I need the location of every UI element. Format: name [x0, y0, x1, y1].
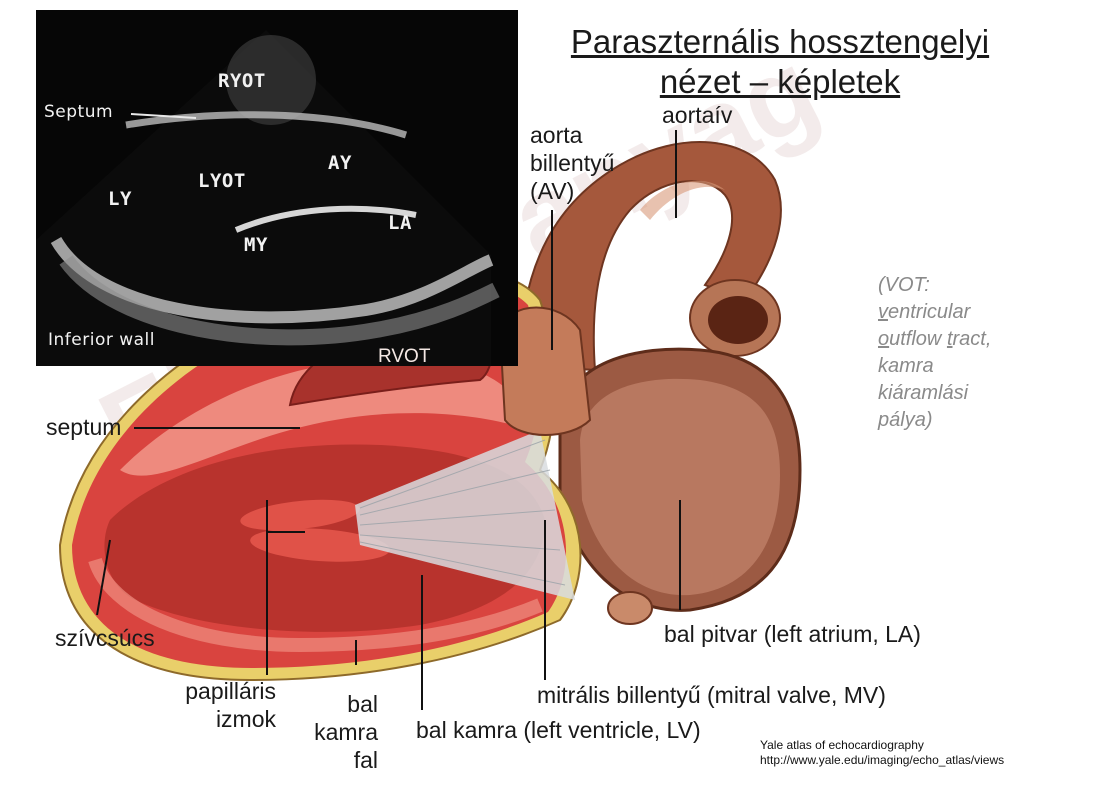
- label-aorta-billentyu: aorta billentyű (AV): [530, 121, 614, 205]
- leader-lines: [96, 130, 681, 710]
- label-szivcsucs: szívcsúcs: [55, 625, 155, 651]
- vot-note: (VOT: ventricular outflow tract, kamra k…: [878, 272, 991, 434]
- echo-label-septum: Septum: [44, 102, 114, 122]
- label-mitralis-billentyu: mitrális billentyű (mitral valve, MV): [537, 682, 886, 708]
- echocardiogram-panel: RYOT Septum AY LY LYOT LA MY Inferior wa…: [36, 10, 518, 366]
- echo-sector: [36, 30, 500, 366]
- echo-label-rvot: RYOT: [218, 70, 266, 92]
- label-septum: septum: [46, 414, 122, 440]
- echo-label-mv: MY: [244, 234, 268, 256]
- source-credit: Yale atlas of echocardiography http://ww…: [760, 738, 1004, 768]
- echo-label-lv: LY: [108, 188, 132, 210]
- echo-label-la: LA: [388, 212, 412, 234]
- label-bal-pitvar: bal pitvar (left atrium, LA): [664, 621, 921, 647]
- aorta-highlight: [640, 180, 725, 220]
- note-line-2-underlined: v: [878, 301, 888, 323]
- note-line-3-underlined-1: o: [878, 328, 890, 350]
- label-aorta-billentyu-line-2: billentyű: [530, 150, 615, 176]
- chordae-lines: [359, 439, 566, 586]
- note-line-1: (VOT:: [878, 274, 930, 296]
- coronary-sinus: [607, 591, 653, 625]
- note-line-4: kamra: [878, 355, 934, 377]
- lv-inner-wall: [88, 557, 543, 653]
- label-bal-kamra-fal-line-2: kamra: [314, 719, 378, 745]
- papillary-muscle-2: [250, 528, 390, 562]
- label-bal-kamra-fal: bal kamra fal: [300, 690, 378, 774]
- mitral-valve-chordae: [355, 430, 575, 600]
- label-bal-kamra: bal kamra (left ventricle, LV): [416, 717, 701, 743]
- label-bal-kamra-fal-line-3: fal: [353, 747, 378, 773]
- pulmonary-artery-lumen: [708, 296, 768, 344]
- label-papillaris-line-1: papilláris: [185, 678, 276, 704]
- page-title: Paraszternális hossztengelyi nézet – kép…: [540, 22, 1020, 102]
- echo-label-lvot: LYOT: [198, 170, 246, 192]
- note-line-3-mid: utflow: [889, 328, 947, 350]
- credit-line-2: http://www.yale.edu/imaging/echo_atlas/v…: [760, 753, 1005, 767]
- note-line-5: kiáramlási: [878, 382, 969, 404]
- title-line-1: Paraszternális hossztengelyi: [570, 23, 990, 60]
- heart-label-rvot: RVOT: [378, 346, 431, 367]
- label-aorta-billentyu-line-1: aorta: [530, 122, 583, 148]
- note-line-2-rest: entricular: [888, 301, 971, 323]
- aortic-valve-root: [498, 306, 592, 436]
- note-line-6: pálya): [878, 409, 933, 431]
- echo-label-ay: AY: [328, 152, 352, 174]
- papillary-muscle-1: [240, 499, 360, 531]
- credit-line-1: Yale atlas of echocardiography: [760, 738, 924, 752]
- note-line-3-rest: ract,: [952, 328, 992, 350]
- echo-label-inferior-wall: Inferior wall: [48, 330, 156, 350]
- label-aortaiv: aortaív: [662, 102, 733, 128]
- note-line-3: outflow tract,: [878, 326, 991, 353]
- septum-band: [120, 358, 530, 476]
- left-atrium-inner: [580, 378, 780, 596]
- label-bal-kamra-fal-line-1: bal: [347, 691, 378, 717]
- label-papillaris-line-2: izmok: [215, 706, 276, 732]
- title-line-2: nézet – képletek: [659, 63, 901, 100]
- label-papillaris-izmok: papilláris izmok: [170, 677, 276, 733]
- note-line-2: ventricular: [878, 299, 991, 326]
- note-line-3-underlined-2: t: [946, 328, 953, 350]
- label-aorta-billentyu-line-3: (AV): [530, 178, 575, 204]
